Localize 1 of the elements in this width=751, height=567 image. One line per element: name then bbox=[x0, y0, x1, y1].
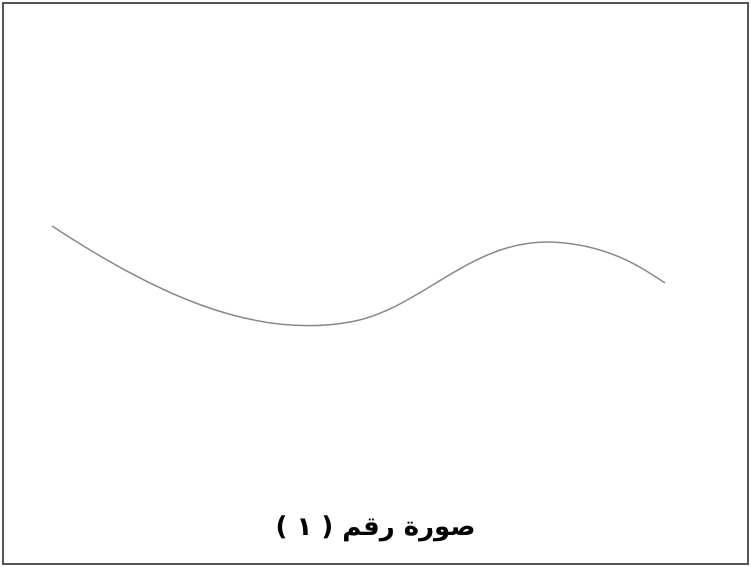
figure-caption: صورة رقم ( ١ ) bbox=[276, 511, 476, 544]
